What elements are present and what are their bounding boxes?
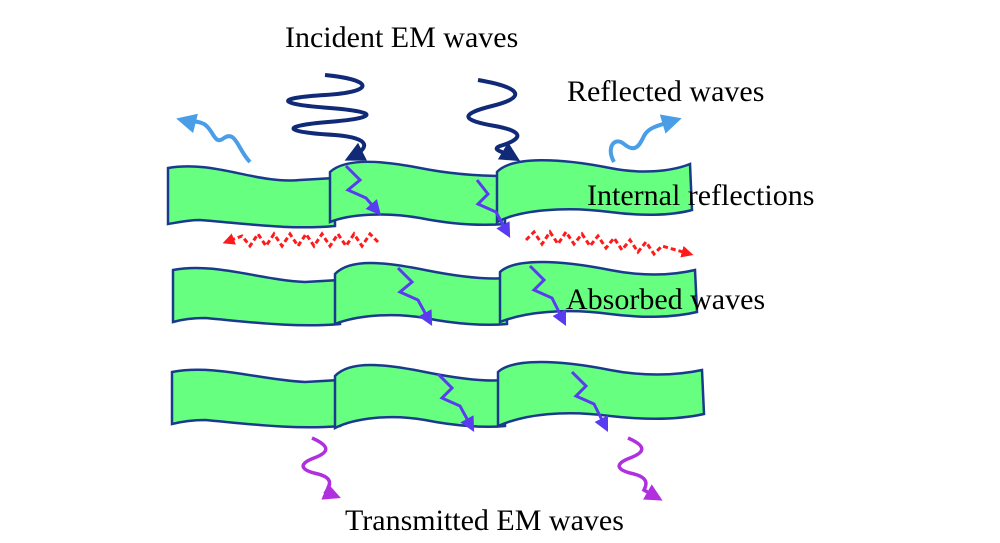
incident-wave-arrow: [466, 78, 521, 162]
layer-segment: [495, 159, 694, 225]
absorbed-wave-arrow: [475, 179, 511, 238]
reflected-waves: [176, 113, 682, 164]
absorbed-wave-arrow: [396, 266, 433, 326]
incident-waves: [286, 73, 521, 162]
absorbed-wave-arrow: [570, 370, 609, 433]
reflected-wave-arrow: [608, 114, 682, 163]
layer-segment: [333, 363, 507, 431]
absorbed-waves-label: Absorbed waves: [566, 283, 765, 316]
layer-segment: [166, 165, 337, 229]
absorbed-wave-arrow: [344, 164, 381, 216]
transmitted-wave-arrow: [617, 436, 663, 501]
layer-segment: [496, 360, 706, 428]
layer-segment: [333, 261, 509, 326]
layer-segment: [170, 368, 342, 429]
middle-layer: [171, 260, 699, 327]
incident-wave-arrow: [286, 73, 369, 161]
reflected-waves-label: Reflected waves: [567, 75, 764, 108]
bottom-layer: [170, 360, 706, 431]
reflected-wave-arrow: [176, 113, 252, 164]
transmitted-waves: [301, 436, 663, 501]
internal-reflection-arrow: [524, 229, 694, 258]
layer-segment: [171, 266, 342, 327]
internal-reflections: [222, 229, 694, 258]
absorbed-wave-arrow: [528, 264, 567, 327]
internal-reflection-arrow: [222, 231, 380, 249]
internal-reflections-label: Internal reflections: [587, 179, 814, 212]
incident-waves-label: Incident EM waves: [285, 21, 518, 54]
transmitted-wave-arrow: [301, 436, 341, 500]
absorbed-wave-arrow: [436, 372, 475, 432]
absorbed-waves: [344, 164, 609, 433]
transmitted-waves-label: Transmitted EM waves: [345, 504, 624, 537]
